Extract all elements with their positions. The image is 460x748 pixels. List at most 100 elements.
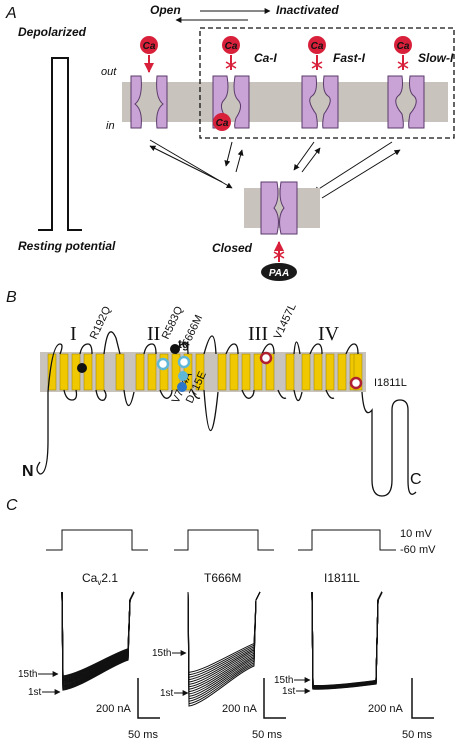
trace-1-sweep — [61, 591, 135, 684]
in-label: in — [106, 120, 115, 132]
trace-2-sweep — [187, 591, 261, 685]
mutation-t666m: T666M — [180, 313, 205, 349]
inactivated-box — [199, 27, 455, 139]
trace-1-sweep — [61, 591, 135, 683]
out-label: out — [101, 66, 117, 78]
ca-ion — [308, 36, 326, 54]
trace-2-sweep — [187, 591, 261, 673]
domain-ii-label: II — [147, 323, 160, 345]
trace1-15th-label: 15th — [18, 669, 37, 680]
transmembrane-segments — [47, 353, 363, 391]
c-terminus: C — [410, 471, 422, 488]
trace-1-sweep — [61, 591, 135, 679]
voltage-protocol — [46, 529, 396, 551]
open-label: Open — [150, 3, 181, 17]
polypeptide-chain — [36, 331, 417, 497]
panel-c: C 10 mV -60 mV Cav2.1 T666M I1811L 15th … — [6, 497, 436, 741]
trace3-15th-label: 15th — [274, 675, 293, 686]
marker-v714a — [178, 371, 188, 381]
trace-1-sweep — [61, 591, 135, 691]
trace-3-sweep — [311, 591, 383, 689]
panel-b: B I II III IV R192Q R583Q tg T666M V1457… — [6, 289, 422, 497]
trace-3-sweep — [311, 591, 383, 690]
inactivated-label: Inactivated — [276, 3, 339, 17]
trace-3-sweep — [311, 591, 383, 687]
ca-ion — [222, 36, 240, 54]
ca-ion — [394, 36, 412, 54]
mutation-i1811l: I1811L — [374, 377, 407, 389]
trace-1-sweep — [61, 591, 135, 685]
trace-3-sweep — [311, 591, 383, 689]
mutation-r583q: R583Q — [160, 304, 186, 341]
trace-label-t666m: T666M — [204, 571, 241, 585]
trace-3-sweep — [311, 591, 383, 689]
depolarized-label: Depolarized — [18, 25, 87, 39]
trace-1-sweep — [61, 591, 135, 682]
marker-i1811l — [349, 376, 363, 390]
trace2-15th-label: 15th — [152, 648, 171, 659]
paa-blocker — [261, 263, 297, 281]
state-fast-i: Fast-I — [333, 51, 366, 65]
resting-potential-label: Resting potential — [18, 239, 116, 253]
marker-d715e — [177, 382, 187, 392]
trace-label-i1811l: I1811L — [324, 571, 360, 585]
marker-r192q — [77, 363, 87, 373]
transition-arrows — [149, 139, 401, 199]
trace-1-sweep — [61, 591, 135, 688]
trace-3-sweep — [311, 591, 383, 689]
trace-2-sweep — [187, 591, 261, 681]
trace-label-cav21: Cav2.1 — [82, 571, 118, 587]
trace-3-sweep — [311, 591, 383, 687]
paa-label: PAA — [269, 268, 289, 279]
marker-t666m — [177, 355, 191, 369]
voltage-pulse — [38, 57, 82, 231]
trace2-time-scale: 50 ms — [252, 729, 282, 741]
mutation-r192q: R192Q — [88, 304, 114, 341]
trace-1-sweep — [61, 591, 135, 689]
panel-c-label: C — [6, 497, 18, 514]
trace-3-sweep — [311, 591, 383, 690]
state-ca-i: Ca-I — [254, 51, 277, 65]
marker-tg — [170, 344, 180, 354]
trace-2-sweep — [187, 591, 261, 678]
trace-2-sweep — [187, 591, 261, 700]
trace-1-sweep — [61, 591, 135, 677]
voltage-high-label: 10 mV — [400, 528, 432, 540]
marker-r583q — [156, 357, 170, 371]
trace-2-sweep — [187, 591, 261, 693]
domain-iv-label: IV — [318, 323, 340, 345]
trace-1-sweep — [61, 591, 135, 687]
ca-ion-bound — [213, 113, 231, 131]
marker-v1457l — [259, 351, 273, 365]
ca-inactivated-channel: Ca Ca Ca-I — [212, 36, 277, 131]
mutation-v1457l: V1457L — [272, 302, 299, 341]
trace3-current-scale: 200 nA — [368, 703, 404, 715]
trace-1-sweep — [61, 591, 135, 686]
current-traces — [61, 591, 383, 707]
scale-bars — [137, 678, 434, 719]
trace-2-sweep — [187, 591, 261, 697]
trace3-1st-label: 1st — [282, 686, 296, 697]
trace-1-sweep — [61, 591, 135, 681]
trace-1-sweep — [61, 591, 135, 680]
trace1-time-scale: 50 ms — [128, 729, 158, 741]
trace-3-sweep — [311, 591, 383, 688]
trace-2-sweep — [187, 591, 261, 707]
ca-ion-label: Ca — [143, 41, 156, 52]
ca-ion-label: Ca — [397, 41, 410, 52]
trace1-current-scale: 200 nA — [96, 703, 132, 715]
trace-3-sweep — [311, 591, 383, 688]
ca-ion-label: Ca — [311, 41, 324, 52]
ca-ion-bound-label: Ca — [216, 118, 229, 129]
fast-inactivated-channel: Ca Fast-I — [301, 36, 366, 129]
trace1-1st-label: 1st — [28, 687, 42, 698]
trace-2-sweep — [187, 591, 261, 705]
trace-3-sweep — [311, 591, 383, 690]
trace-3-sweep — [311, 591, 383, 688]
panel-a: A Depolarized Resting potential Open Ina… — [5, 3, 455, 281]
closed-label: Closed — [212, 241, 253, 255]
open-channel: Ca — [130, 36, 168, 129]
tg-label: tg — [178, 337, 189, 351]
trace-3-sweep — [311, 591, 383, 687]
